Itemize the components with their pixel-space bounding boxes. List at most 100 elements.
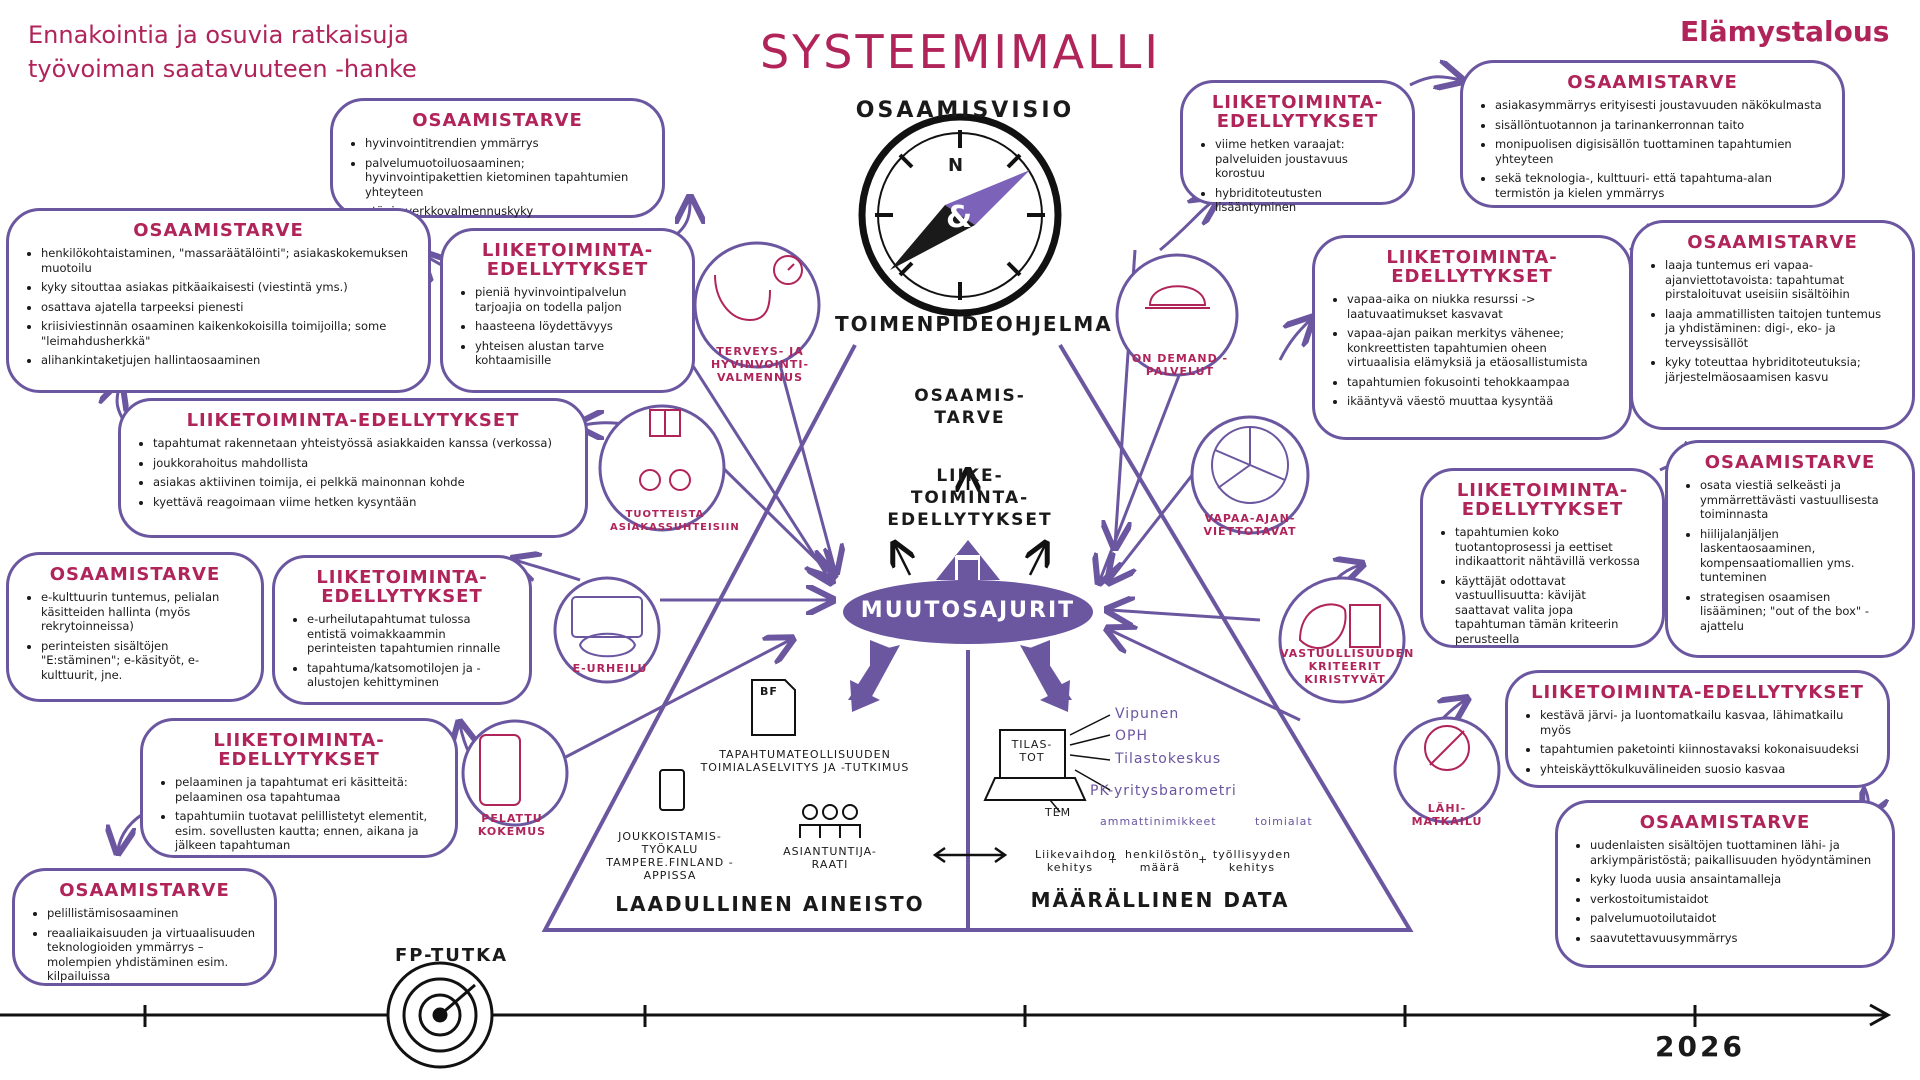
muutosajurit-pill-bg [843,580,1093,644]
box-title: LIIKETOIMINTA-EDELLYTYKSET [1531,682,1864,703]
list-item: tapahtumien koko tuotantoprosessi ja eet… [1455,525,1644,569]
tyollisyyden-label: työllisyyden kehitys [1212,848,1292,874]
list-item: palvelumuotoilutaidot [1590,911,1874,926]
radar-label: FP-TUTKA [395,945,509,966]
box-title: LIIKETOIMINTA-EDELLYTYKSET [316,567,488,607]
list-item: pelillistämisosaaminen [47,906,256,921]
box-liiketoiminta-vapaa: LIIKETOIMINTA-EDELLYTYKSET vapaa-aika on… [1312,235,1632,440]
category-terveys: TERVEYS- JA HYVINVOINTI-VALMENNUS [710,345,810,384]
list-item: laaja tuntemus eri vapaa-ajanviettotavoi… [1665,258,1894,302]
box-title: OSAAMISTARVE [1639,812,1811,833]
list-item: e-kulttuurin tuntemus, pelialan käsittei… [41,590,243,634]
list-item: tapahtuma/katsomotilojen ja -alustojen k… [307,661,511,690]
list-item: strategisen osaamisen lisääminen; "out o… [1700,590,1894,634]
list-item: ikääntyvä väestö muuttaa kysyntää [1347,394,1611,409]
list-item: osata viestiä selkeästi ja ymmärrettäväs… [1700,478,1894,522]
list-item: osattava ajatella tarpeeksi pienesti [41,300,410,315]
list-item: alihankintaketjujen hallintaosaaminen [41,353,410,368]
box-title: OSAAMISTARVE [1687,232,1858,253]
list-item: e-urheilutapahtumat tulossa entistä voim… [307,612,511,656]
box-osaamistarve-terveys: OSAAMISTARVE hyvinvointitrendien ymmärry… [330,98,665,218]
project-title: Ennakointia ja osuvia ratkaisuja työvoim… [28,18,417,86]
box-liiketoiminta-pelattu: LIIKETOIMINTA-EDELLYTYKSET pelaaminen ja… [140,718,458,858]
liikevaihdon-label: Liikevaihdon kehitys [1035,848,1116,874]
list-item: vapaa-aika on niukka resurssi -> laatuva… [1347,292,1611,321]
box-title: OSAAMISTARVE [412,110,583,131]
list-item: haasteena löydettävyys [475,319,674,334]
bf-label: BF [760,685,778,698]
timeline [0,1003,1892,1027]
box-title: LIIKETOIMINTA-EDELLYTYKSET [1211,92,1384,132]
list-item: kyky luoda uusia ansaintamalleja [1590,872,1874,887]
compass-ampersand: & [946,200,973,235]
list-item: kyky toteuttaa hybriditoteutuksia; järje… [1665,355,1894,384]
box-title: LIIKETOIMINTA-EDELLYTYKSET [481,240,654,280]
box-title: OSAAMISTARVE [1704,452,1876,473]
category-ondemand: ON DEMAND -PALVELUT [1131,352,1229,378]
joukkoistamis-label: JOUKKOISTAMIS-TYÖKALU TAMPERE.FINLAND -A… [606,830,734,882]
box-title: LIIKETOIMINTA-EDELLYTYKSET [1456,480,1629,520]
box-osaamistarve-vapaa: OSAAMISTARVE laaja tuntemus eri vapaa-aj… [1630,220,1915,430]
list-item: sisällöntuotannon ja tarinankerronnan ta… [1495,118,1824,133]
toimialat-label: toimialat [1255,815,1313,828]
list-item: tapahtumat rakennetaan yhteistyössä asia… [153,436,567,451]
muutosajurit-label: MUUTOSAJURIT [860,598,1076,623]
list-item: laaja ammatillisten taitojen tuntemus ja… [1665,307,1894,351]
liiketoiminta-label: LIIKE-TOIMINTA-EDELLYTYKSET [887,466,1053,530]
box-liiketoiminta-tuotteistus: LIIKETOIMINTA-EDELLYTYKSET tapahtumat ra… [118,398,588,538]
list-item: perinteisten sisältöjen "E:stäminen"; e-… [41,639,243,683]
list-item: asiakasymmärrys erityisesti joustavuuden… [1495,98,1824,113]
category-vastuullisuus: VASTUULLISUUDEN KRITEERIT KIRISTYVÄT [1280,647,1415,686]
category-pelattu: PELATTU KOKEMUS [477,812,547,838]
category-eurheilu: E-URHEILU [572,662,648,675]
list-item: verkostoitumistaidot [1590,892,1874,907]
list-item: tapahtumien paketointi kiinnostavaksi ko… [1540,742,1869,757]
pyramid-icons [659,679,1087,838]
box-osaamistarve-asiakas: OSAAMISTARVE henkilökohtaistaminen, "mas… [6,208,431,393]
vision-label: OSAAMISVISIO [855,98,1075,123]
box-liiketoiminta-lahimatkailu: LIIKETOIMINTA-EDELLYTYKSET kestävä järvi… [1505,670,1890,788]
box-title: LIIKETOIMINTA-EDELLYTYKSET [1386,247,1558,287]
category-lahimatkailu: LÄHI-MATKAILU [1411,802,1483,828]
project-title-line1: Ennakointia ja osuvia ratkaisuja [28,21,409,49]
box-osaamistarve-lahimatkailu: OSAAMISTARVE uudenlaisten sisältöjen tuo… [1555,800,1895,968]
brand-label: Elämystalous [1680,15,1890,48]
list-item: pieniä hyvinvointipalvelun tarjoajia on … [475,285,674,314]
list-item: uudenlaisten sisältöjen tuottaminen lähi… [1590,838,1874,867]
project-title-line2: työvoiman saatavuuteen -hanke [28,55,417,83]
box-liiketoiminta-vastuullisuus: LIIKETOIMINTA-EDELLYTYKSET tapahtumien k… [1420,468,1665,648]
ammattinimikkeet-label: ammattinimikkeet [1100,815,1217,828]
box-osaamistarve-pelattu: OSAAMISTARVE pelillistämisosaaminen reaa… [12,868,277,986]
oph-label: OPH [1115,728,1148,744]
compass-icon [858,113,1062,317]
box-osaamistarve-vastuullisuus: OSAAMISTARVE osata viestiä selkeästi ja … [1665,440,1915,658]
box-title: LIIKETOIMINTA-EDELLYTYKSET [186,410,520,431]
box-title: OSAAMISTARVE [133,220,304,241]
list-item: tapahtumiin tuotavat pelillistetyt eleme… [175,809,437,853]
henkiloston-label: henkilöstön määrä [1125,848,1200,874]
list-item: kestävä järvi- ja luontomatkailu kasvaa,… [1540,708,1869,737]
list-item: henkilökohtaistaminen, "massaräätälöinti… [41,246,410,275]
box-title: OSAAMISTARVE [59,880,230,901]
program-label: TOIMENPIDEOHJELMA [835,312,1113,336]
list-item: joukkorahoitus mahdollista [153,456,567,471]
box-liiketoiminta-ondemand: LIIKETOIMINTA-EDELLYTYKSET viime hetken … [1180,80,1415,214]
list-item: reaaliaikaisuuden ja virtuaalisuuden tek… [47,926,256,984]
list-item: kyettävä reagoimaan viime hetken kysyntä… [153,495,567,510]
list-item: hybriditoteutusten lisääntyminen [1215,186,1394,215]
list-item: kriisiviestinnän osaaminen kaikenkokoisi… [41,319,410,348]
box-title: OSAAMISTARVE [49,564,221,585]
list-item: pelaaminen ja tapahtumat eri käsitteitä:… [175,775,437,804]
box-title: OSAAMISTARVE [1567,72,1738,93]
pyramid [541,343,1414,932]
category-tuotteistus: TUOTTEISTA ASIAKASSUHTEISIIN [610,509,740,533]
vipunen-label: Vipunen [1115,706,1180,722]
laadullinen-label: LAADULLINEN AINEISTO [615,892,925,916]
box-osaamistarve-eurheilu: OSAAMISTARVE e-kulttuurin tuntemus, peli… [6,552,264,702]
tem-label: TEM [1045,806,1072,819]
list-item: tapahtumien fokusointi tehokkaampaa [1347,375,1611,390]
list-item: yhteisen alustan tarve kohtaamisille [475,339,674,368]
osaamistarve-label: OSAAMIS-TARVE [914,386,1026,428]
tilastokeskus-label: Tilastokeskus [1115,751,1222,767]
